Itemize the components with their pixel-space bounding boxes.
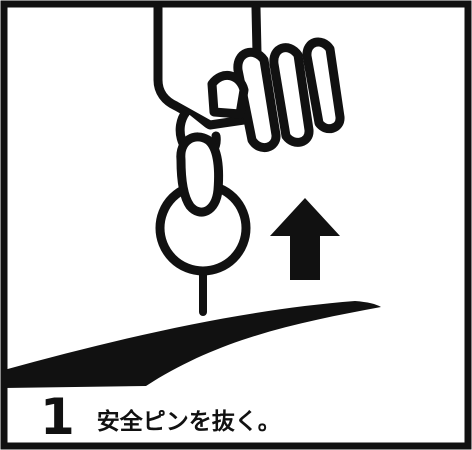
instruction-caption: 1 安全ピンを抜く。 [40, 389, 281, 445]
extinguisher-surface-icon [4, 301, 381, 388]
step-number: 1 [40, 392, 75, 442]
up-arrow-icon [270, 198, 340, 280]
hand-icon [158, 8, 340, 212]
step-instruction-text: 安全ピンを抜く。 [97, 411, 281, 434]
